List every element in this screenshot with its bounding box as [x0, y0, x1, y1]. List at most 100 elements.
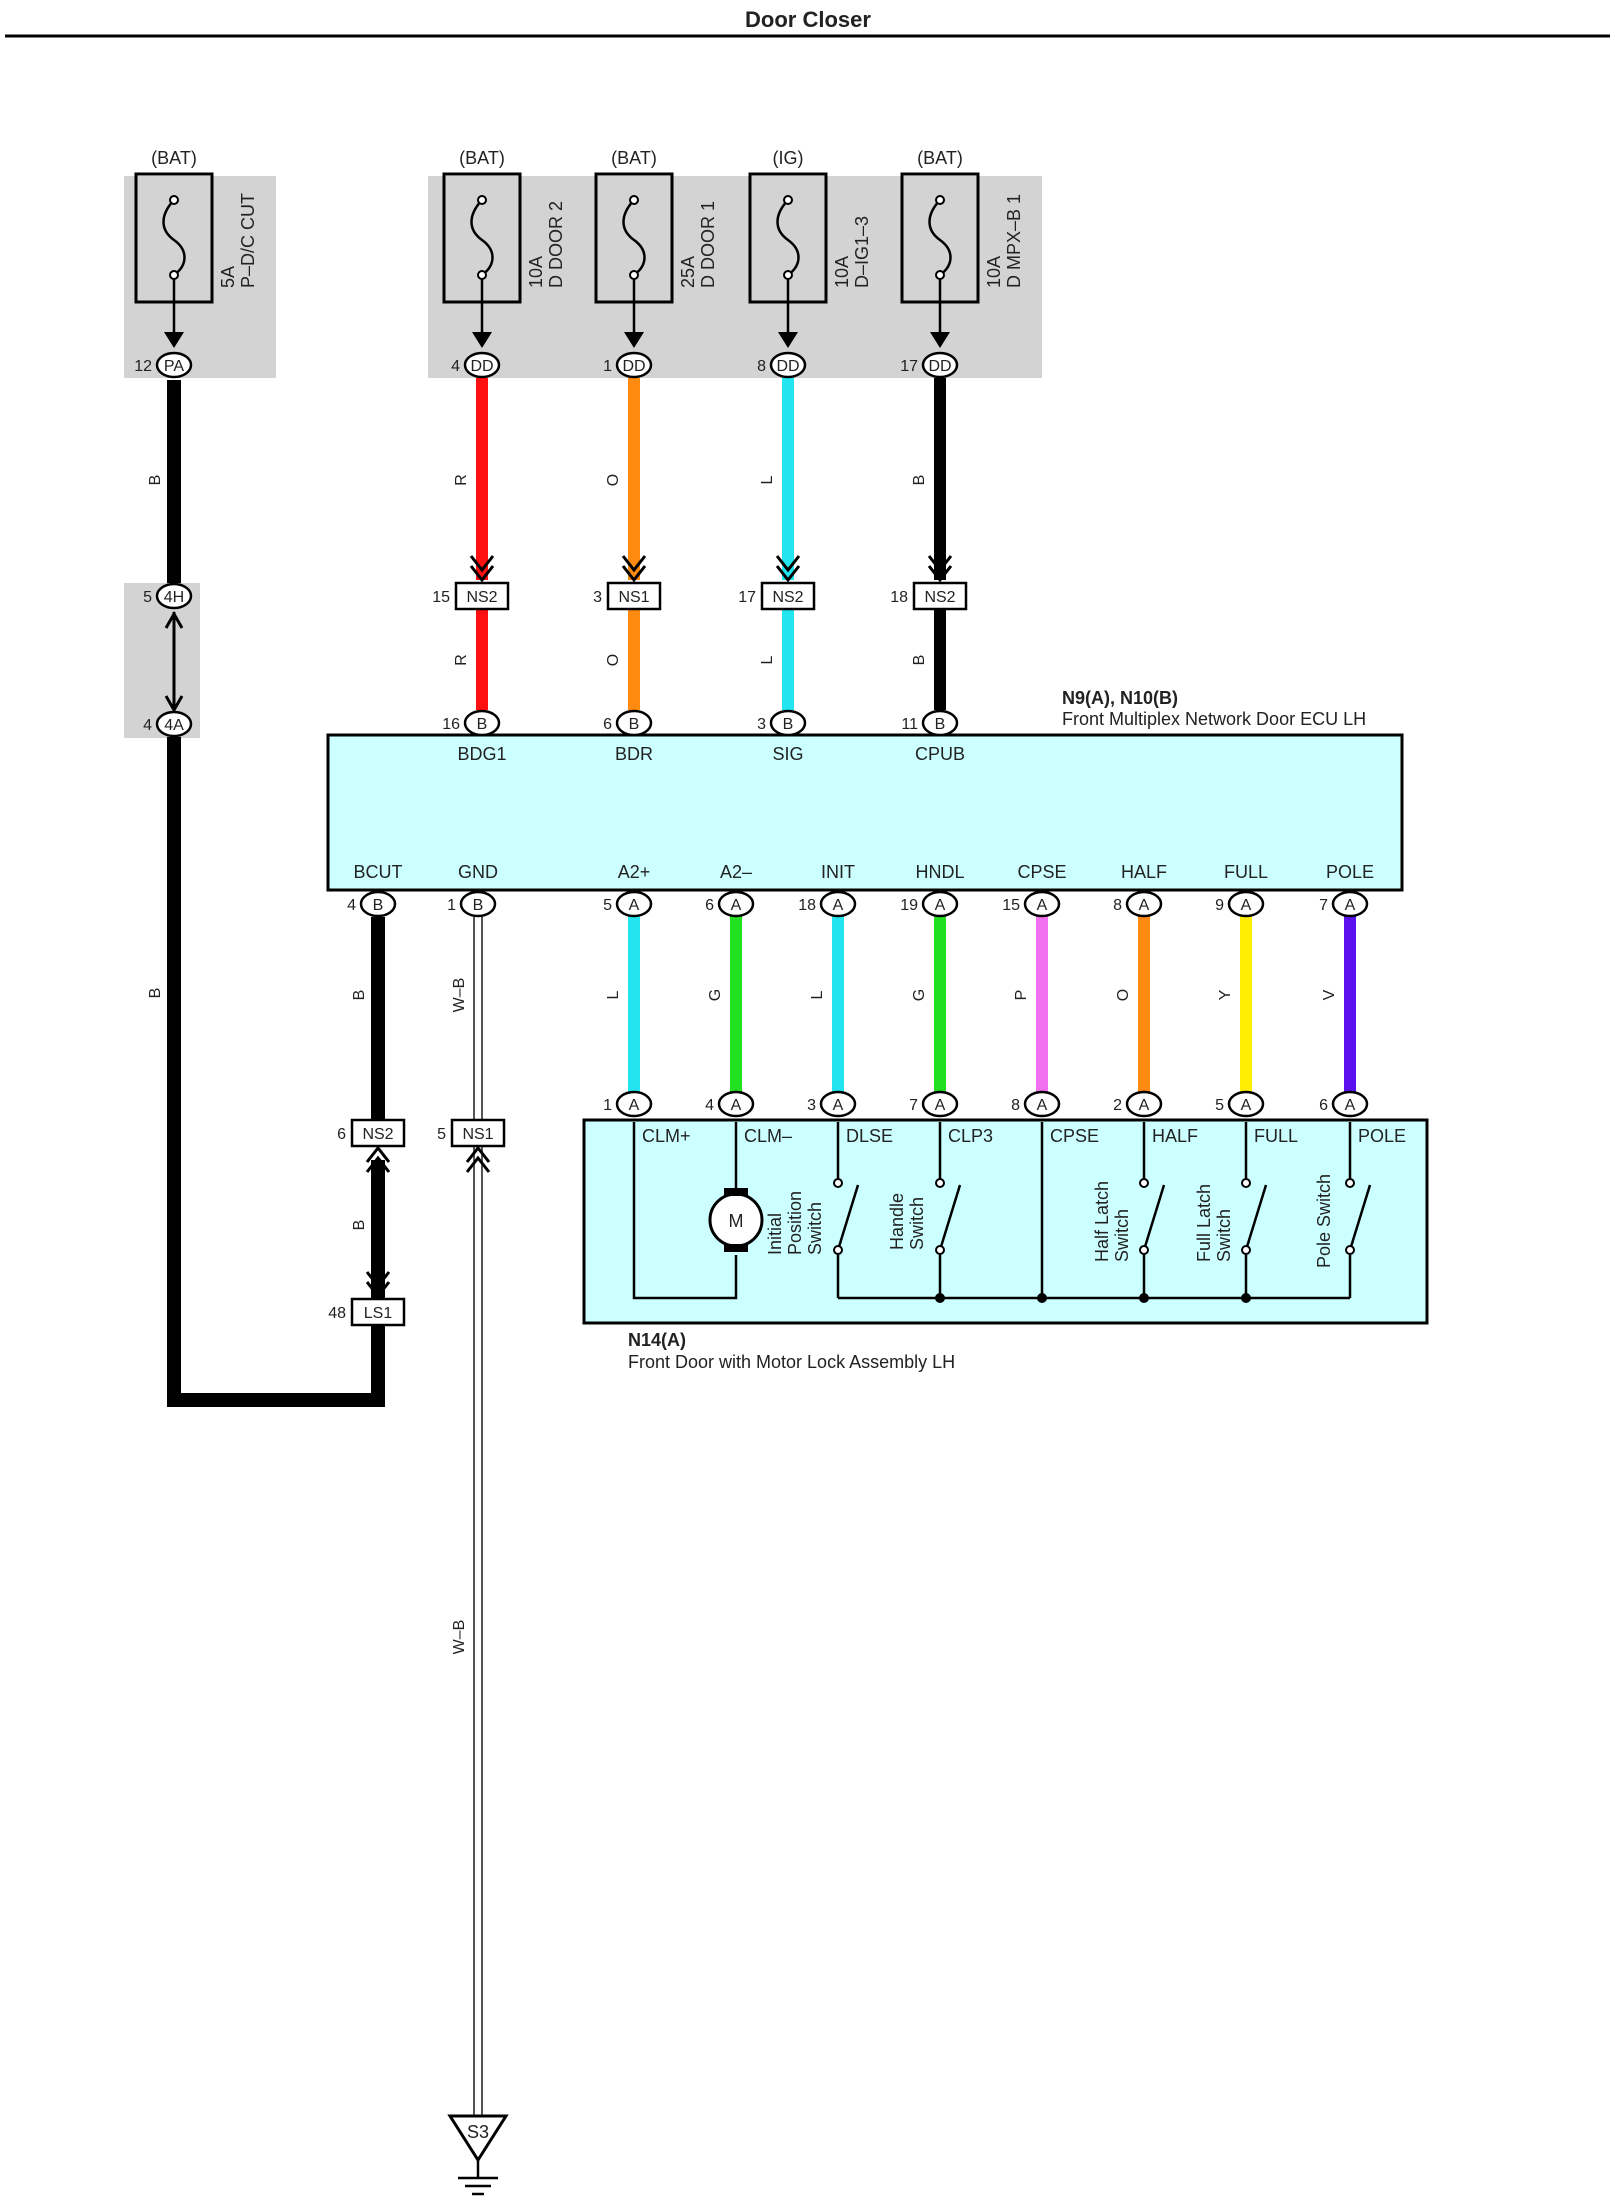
- fuse-connector-2-label: DD: [470, 358, 493, 375]
- upper-mid-connector-4-label: NS2: [924, 589, 955, 606]
- ecu-bottom-connector-1-pin: 4: [347, 897, 356, 914]
- connector-4h-label: 4H: [164, 589, 184, 606]
- ecu-bottom-connector-1-label: B: [373, 897, 384, 914]
- ecu-top-connector-3[interactable]: B3: [757, 709, 807, 737]
- fuse-box-left-shade: [124, 176, 276, 378]
- bcut-mid-connector-pin: 6: [337, 1126, 346, 1143]
- ecu-bottom-connector-5[interactable]: A18: [798, 890, 857, 918]
- fuse-connector-4-pin: 8: [757, 358, 766, 375]
- wire-left-b-lower[interactable]: [167, 737, 385, 1407]
- connector-4a[interactable]: 4A4: [143, 710, 193, 738]
- switch-label-half-1: Half Latch: [1092, 1181, 1112, 1262]
- n14-connector-4[interactable]: A7: [909, 1090, 959, 1118]
- upper-wire-color-3: L: [759, 475, 776, 484]
- upper-chevron-3-2: [775, 555, 801, 573]
- fuse-connector-3-label: DD: [622, 358, 645, 375]
- fuse-connector-1-pin: 12: [134, 358, 152, 375]
- page-title: Door Closer: [745, 7, 871, 32]
- n14-connector-5[interactable]: A8: [1011, 1090, 1061, 1118]
- ecu-bottom-connector-7-pin: 15: [1002, 897, 1020, 914]
- fuse-connector-3[interactable]: DD1: [603, 351, 653, 379]
- bcut-chevron-down: [365, 1281, 391, 1299]
- fuse-connector-4[interactable]: DD 8: [757, 351, 807, 379]
- n14-terminal-1: CLM+: [642, 1126, 691, 1146]
- ecu-bottom-connector-2-label: B: [473, 897, 484, 914]
- fuse-icon: [470, 199, 494, 277]
- fuse-connector-5-pin: 17: [900, 358, 918, 375]
- upper-wires: [476, 378, 946, 710]
- fuse-name: D MPX–B 1: [1004, 194, 1024, 288]
- n14-connector-8[interactable]: A6: [1319, 1090, 1369, 1118]
- fuse-rating: 10A: [984, 256, 1004, 288]
- n14-connector-7[interactable]: A5: [1215, 1090, 1265, 1118]
- ecu-bottom-connector-2[interactable]: B1: [447, 890, 497, 918]
- ecu-top-connector-4[interactable]: B11: [901, 709, 959, 737]
- ecu-bottom-connector-7[interactable]: A15: [1002, 890, 1061, 918]
- n14-terminal-8: POLE: [1358, 1126, 1406, 1146]
- ecu-box: [326, 733, 1404, 892]
- n14-connector-4-label: A: [935, 1097, 946, 1114]
- lower-wire-color-6: O: [1115, 989, 1132, 1001]
- ecu-terminal-sig: SIG: [772, 744, 803, 764]
- ecu-bottom-connector-9[interactable]: A9: [1215, 890, 1265, 918]
- door-lock-code: N14(A): [628, 1330, 686, 1350]
- upper-mid-connector-1-label: NS2: [466, 589, 497, 606]
- switch-label-handle-1: Handle: [887, 1193, 907, 1250]
- ecu-top-connector-2-label: B: [629, 716, 640, 733]
- ecu-bottom-connector-10[interactable]: A7: [1319, 890, 1369, 918]
- ecu-top-connector-2[interactable]: B6: [603, 709, 653, 737]
- ecu-top-connector-3-label: B: [783, 716, 794, 733]
- fuse-connector-4-label: DD: [776, 358, 799, 375]
- n14-terminal-7: FULL: [1254, 1126, 1298, 1146]
- n14-connector-6[interactable]: A2: [1113, 1090, 1163, 1118]
- connector-4h[interactable]: 4H5: [143, 582, 193, 610]
- ecu-bottom-connector-3[interactable]: A5: [603, 890, 653, 918]
- ecu-bottom-connector-5-label: A: [833, 897, 844, 914]
- junction-4h-4a-shade: [124, 583, 200, 738]
- bcut-wire-color: B: [351, 990, 368, 1001]
- fuse-rating: 25A: [678, 256, 698, 288]
- fuse-connector-2[interactable]: DD 4: [451, 351, 501, 379]
- ecu-bottom-connector-10-pin: 7: [1319, 897, 1328, 914]
- wire-4a-arrow-bottom: [164, 695, 184, 714]
- fuse-supply: (BAT): [917, 148, 963, 168]
- fuse-name: D DOOR 2: [546, 201, 566, 288]
- ecu-top-connector-3-pin: 3: [757, 716, 766, 733]
- ecu-top-connector-1[interactable]: B16: [442, 709, 501, 737]
- n14-connector-1[interactable]: A1: [603, 1090, 653, 1118]
- ecu-bottom-terminal-10: POLE: [1326, 862, 1374, 882]
- door-lock-name: Front Door with Motor Lock Assembly LH: [628, 1352, 955, 1372]
- ecu-bottom-connector-2-pin: 1: [447, 897, 456, 914]
- ecu-bottom-connector-1[interactable]: B4: [347, 890, 397, 918]
- ecu-bottom-connector-3-pin: 5: [603, 897, 612, 914]
- n14-connector-2[interactable]: A4: [705, 1090, 755, 1118]
- ecu-bottom-connector-6[interactable]: A19: [900, 890, 959, 918]
- ecu-bottom-connector-9-label: A: [1241, 897, 1252, 914]
- motor-label: M: [729, 1211, 744, 1231]
- ecu-bottom-connector-8[interactable]: A8: [1113, 890, 1163, 918]
- ground-label: S3: [467, 2122, 489, 2142]
- upper-chevron-1-2: [469, 555, 495, 573]
- fuse-connector-2-pin: 4: [451, 358, 460, 375]
- lower-wire-color-2: G: [707, 989, 724, 1001]
- ecu-bottom-connector-4[interactable]: A6: [705, 890, 755, 918]
- n14-connector-3-pin: 3: [807, 1097, 816, 1114]
- n14-terminal-2: CLM–: [744, 1126, 792, 1146]
- fuse-name: D–IG1–3: [852, 216, 872, 288]
- n14-connector-3-label: A: [833, 1097, 844, 1114]
- n14-connector-3[interactable]: A3: [807, 1090, 857, 1118]
